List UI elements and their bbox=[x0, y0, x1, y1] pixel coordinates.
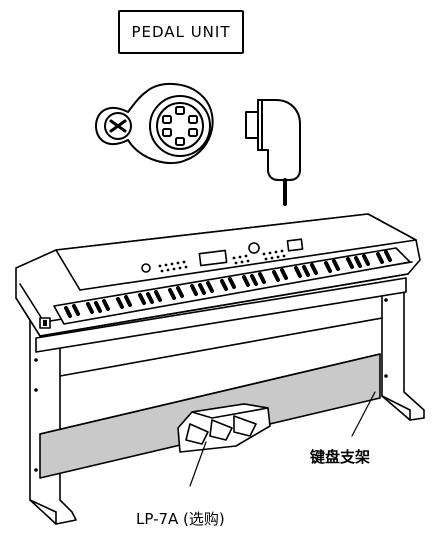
stand-leader-line bbox=[351, 391, 376, 437]
stand-callout: 键盘支架 bbox=[310, 448, 371, 466]
keyboard-stand bbox=[15, 213, 425, 525]
din-socket bbox=[95, 83, 214, 165]
din-plug bbox=[245, 99, 301, 181]
pedal-unit bbox=[177, 403, 271, 453]
pedal-leader-line bbox=[189, 441, 207, 487]
pedal-unit-callout: LP-7A (选购) bbox=[136, 510, 225, 528]
pedal-unit-label: PEDAL UNIT bbox=[118, 10, 244, 54]
